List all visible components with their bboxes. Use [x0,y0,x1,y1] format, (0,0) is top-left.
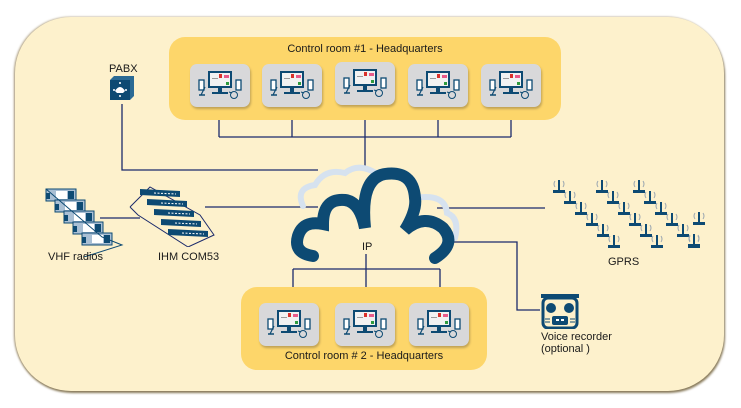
ihm-rack-unit [154,209,194,217]
workstation-1-4[interactable] [408,64,468,107]
gprs-antenna [553,180,565,193]
gprs-antenna [629,213,641,226]
workstation-1-1[interactable] [190,64,250,107]
gprs-label: GPRS [608,256,640,268]
workstation-1-5[interactable] [481,64,541,107]
pabx-link [121,104,318,171]
workstation-2-3[interactable] [409,303,469,346]
workstation-icon [489,71,533,99]
workstation-2-1[interactable] [259,303,319,346]
ihm-label: IHM COM53 [158,251,220,263]
gprs-antenna [608,235,620,248]
workstation-icon [198,71,242,99]
gprs-antenna [564,191,576,204]
ihm-rack-icon[interactable] [128,185,218,247]
gprs-antenna [597,224,609,237]
voice-recorder-icon[interactable] [540,293,580,329]
workstation-icon [416,71,460,99]
vhf-radio-unit [45,188,77,202]
gprs-antenna [633,180,645,193]
gprs-antenna [640,224,652,237]
pabx-label: PABX [109,63,138,75]
gprs-antenna [666,213,678,226]
control-room-1-title: Control room #1 - Headquarters [287,43,443,55]
gprs-antenna [655,202,667,215]
pabx-phone-icon[interactable] [110,76,134,100]
cloud-icon[interactable] [285,158,485,268]
gprs-antenna [586,213,598,226]
workstation-1-2[interactable] [262,64,322,107]
workstation-icon [343,69,387,97]
workstation-icon [267,310,311,338]
recorder-label: Voice recorder [541,331,612,343]
workstation-icon [343,310,387,338]
gprs-antenna [677,224,689,237]
vhf-radio-unit [72,221,104,235]
ihm-rack-unit [147,199,187,207]
vhf-radio-stack-icon[interactable] [42,185,134,257]
gprs-antenna [644,191,656,204]
workstation-1-3[interactable] [335,62,395,105]
gprs-antenna [688,234,700,247]
workstation-icon [270,71,314,99]
recorder-optional-label: (optional ) [541,343,590,355]
workstation-2-2[interactable] [335,303,395,346]
gprs-antenna [618,202,630,215]
gprs-antenna [651,235,663,248]
gprs-antenna [693,212,705,225]
ihm-rack-unit [161,219,201,227]
gprs-antenna [596,180,608,193]
gprs-antenna [575,202,587,215]
antenna-array-icon[interactable] [548,172,718,262]
recorder-link [445,241,540,311]
ihm-rack-unit [140,189,180,197]
control-room-2-title: Control room # 2 - Headquarters [284,350,444,362]
workstation-icon [417,310,461,338]
ihm-rack-unit [168,229,208,237]
cloud-label: IP [362,241,373,253]
gprs-antenna [607,191,619,204]
vhf-label: VHF radios [48,251,104,263]
